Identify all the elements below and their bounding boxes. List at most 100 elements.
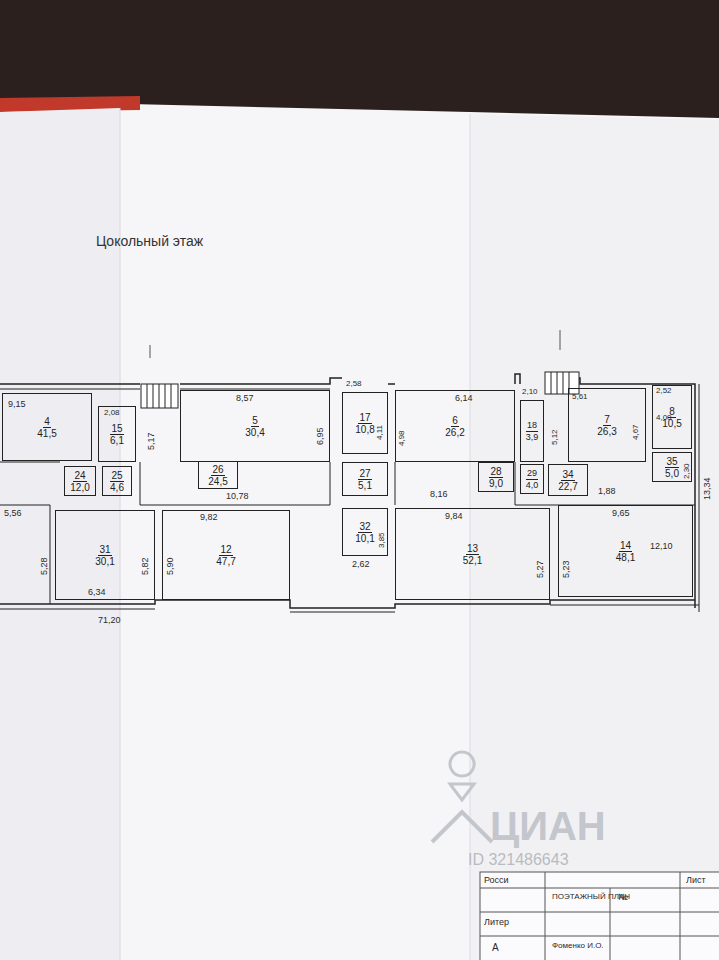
room-number: 13 bbox=[466, 543, 479, 555]
room-box: 1448,1 bbox=[558, 505, 693, 597]
fold-line bbox=[470, 114, 471, 960]
dimension-label: 10,78 bbox=[226, 492, 249, 502]
dimension-label: 6,14 bbox=[455, 394, 473, 404]
room-area: 52,1 bbox=[463, 555, 482, 566]
walls bbox=[0, 374, 699, 612]
room-box: 275,1 bbox=[342, 462, 388, 496]
room-number: 17 bbox=[358, 412, 371, 424]
title-block-cell: А bbox=[492, 942, 499, 953]
section-mark bbox=[560, 330, 561, 350]
outer-wall bbox=[0, 600, 695, 608]
watermark-pin bbox=[450, 752, 474, 800]
room-box: 1352,1 bbox=[395, 508, 550, 600]
title-block-grid bbox=[480, 872, 719, 960]
dimension-label: 2,08 bbox=[104, 409, 120, 418]
room-box: 1710,8 bbox=[342, 392, 388, 454]
room-box: 183,9 bbox=[520, 400, 544, 462]
room-number: 32 bbox=[358, 521, 371, 533]
dimension-label: 1,88 bbox=[598, 487, 616, 497]
room-number: 14 bbox=[619, 540, 632, 552]
room-box: 2412,0 bbox=[64, 466, 96, 496]
title-block-frame bbox=[480, 872, 719, 960]
title-block-cell: № bbox=[618, 893, 628, 903]
dimension-label: 71,20 bbox=[98, 616, 121, 626]
room-number: 15 bbox=[110, 423, 123, 435]
room-area: 9,0 bbox=[489, 478, 503, 489]
room-number: 24 bbox=[73, 470, 86, 482]
watermark-roof bbox=[432, 812, 492, 842]
dimension-label: 13,34 bbox=[703, 477, 713, 500]
title-block-cell: Литер bbox=[484, 918, 509, 928]
room-box: 530,4 bbox=[180, 390, 330, 462]
room-number: 4 bbox=[43, 416, 51, 428]
stair-box bbox=[545, 372, 579, 394]
room-number: 27 bbox=[358, 468, 371, 480]
dimension-label: 5,27 bbox=[536, 560, 546, 578]
room-number: 35 bbox=[665, 456, 678, 468]
room-area: 3,9 bbox=[526, 432, 539, 443]
room-area: 30,4 bbox=[245, 427, 264, 438]
dimension-label: 5,23 bbox=[562, 560, 572, 578]
room-area: 6,1 bbox=[110, 435, 124, 446]
room-box: 2624,5 bbox=[198, 461, 238, 489]
room-area: 10,8 bbox=[355, 424, 374, 435]
room-number: 28 bbox=[489, 466, 502, 478]
dimension-label: 9,82 bbox=[200, 513, 218, 523]
room-area: 47,7 bbox=[216, 556, 235, 567]
outer-wall bbox=[0, 605, 699, 612]
room-area: 41,5 bbox=[37, 428, 56, 439]
room-number: 12 bbox=[219, 544, 232, 556]
dimension-label: 9,84 bbox=[445, 512, 463, 522]
dimension-label: 5,56 bbox=[4, 509, 22, 519]
dimension-label: 5,61 bbox=[572, 393, 588, 402]
room-box: 3130,1 bbox=[55, 510, 155, 600]
dimension-label: 6,34 bbox=[88, 588, 106, 598]
dimension-label: 4,67 bbox=[632, 424, 641, 440]
room-area: 26,2 bbox=[445, 427, 464, 438]
dimension-label: 6,95 bbox=[316, 427, 326, 445]
room-area: 22,7 bbox=[558, 481, 577, 492]
paper-fold-right bbox=[470, 114, 719, 960]
room-area: 4,6 bbox=[110, 482, 124, 493]
room-box: 1247,7 bbox=[162, 510, 290, 600]
dimension-label: 3,85 bbox=[378, 532, 387, 548]
room-number: 18 bbox=[526, 420, 538, 432]
room-number: 29 bbox=[526, 468, 538, 480]
dimension-label: 5,17 bbox=[147, 432, 157, 450]
room-area: 24,5 bbox=[208, 476, 227, 487]
room-area: 26,3 bbox=[597, 426, 616, 437]
room-number: 31 bbox=[98, 544, 111, 556]
dimension-label: 4,00 bbox=[656, 414, 672, 423]
dimension-label: 9,65 bbox=[612, 509, 630, 519]
stair-steps bbox=[147, 384, 171, 408]
room-box: 289,0 bbox=[478, 462, 514, 492]
dimension-label: 5,90 bbox=[166, 557, 176, 575]
title-block-cell: Фоменко И.О. bbox=[552, 942, 604, 951]
dimension-label: 4,98 bbox=[398, 430, 407, 446]
dimension-label: 5,28 bbox=[40, 557, 50, 575]
title-block-cell: Лист bbox=[686, 876, 706, 886]
watermark: ID 321486643 bbox=[468, 851, 569, 869]
room-number: 5 bbox=[251, 415, 259, 427]
room-area: 30,1 bbox=[95, 556, 114, 567]
room-box: 254,6 bbox=[102, 466, 132, 496]
room-area: 12,0 bbox=[70, 482, 89, 493]
section-mark bbox=[150, 345, 151, 358]
outer-wall bbox=[0, 374, 695, 608]
dimension-label: 5,12 bbox=[551, 429, 560, 445]
inner-wall bbox=[0, 462, 695, 604]
watermark: ЦИАН bbox=[490, 804, 606, 848]
room-area: 4,0 bbox=[526, 480, 539, 491]
stair-box bbox=[141, 384, 178, 408]
room-box: 3210,1 bbox=[342, 508, 388, 556]
room-number: 7 bbox=[603, 414, 611, 426]
dimension-label: 5,82 bbox=[141, 557, 151, 575]
dimension-label: 2,58 bbox=[346, 380, 362, 389]
dimension-label: 2,30 bbox=[683, 463, 692, 479]
room-area: 5,1 bbox=[358, 480, 372, 491]
dimension-label: 12,10 bbox=[650, 542, 673, 552]
room-area: 48,1 bbox=[616, 552, 635, 563]
title-block-cell: Росси bbox=[484, 876, 509, 886]
